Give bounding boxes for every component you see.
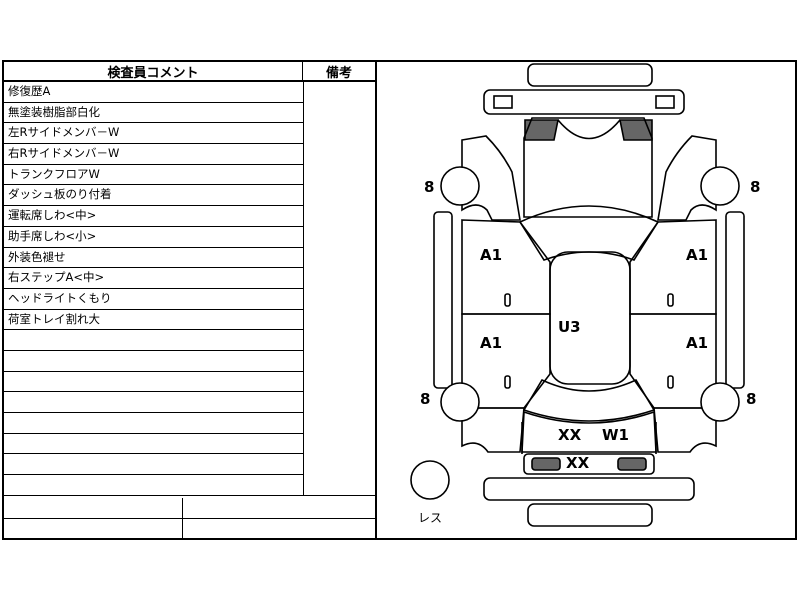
rear-bumper [483, 477, 695, 501]
fender-front-left [461, 135, 521, 221]
rear-panel [523, 453, 655, 475]
comment-row [4, 330, 303, 351]
spare-tire [410, 460, 450, 500]
rear-window [522, 378, 656, 422]
front-corner-right [655, 95, 675, 109]
taillamp-left [531, 457, 561, 471]
front-grille [483, 89, 685, 115]
comment-row: 右ステップA<中> [4, 268, 303, 289]
wheel-front-left [440, 166, 480, 206]
remarks-header: 備考 [303, 62, 375, 82]
label-roof: U3 [558, 318, 581, 336]
remarks-column [303, 82, 375, 496]
wheel-front-right [700, 166, 740, 206]
front-bumper [527, 63, 653, 87]
label-door-rr: A1 [686, 334, 708, 352]
comment-row: トランクフロアW [4, 165, 303, 186]
handle-rear-right [667, 375, 674, 389]
comment-row [4, 434, 303, 455]
comment-row: ダッシュ板のり付着 [4, 185, 303, 207]
fender-rear-right [653, 407, 717, 453]
footer-divider [182, 498, 183, 540]
fender-front-right [657, 135, 717, 221]
comment-row: 外装色褪せ [4, 248, 303, 269]
vehicle-diagram: 8 8 8 8 A1 A1 A1 A1 U3 XX W1 XX レス [410, 63, 760, 527]
sill-right [725, 211, 745, 389]
taillamp-right [617, 457, 647, 471]
wheel-rear-right [700, 382, 740, 422]
inspection-sheet: 検査員コメント 備考 修復歴A 無塗装樹脂部白化 左Rサイドメンバ－W 右Rサイ… [2, 60, 797, 540]
label-wheel-rr: 8 [746, 390, 756, 408]
rear-step [527, 503, 653, 527]
label-door-fl: A1 [480, 246, 502, 264]
comment-table: 検査員コメント 備考 修復歴A 無塗装樹脂部白化 左Rサイドメンバ－W 右Rサイ… [4, 62, 377, 540]
label-spare: レス [418, 511, 442, 525]
comment-row [4, 372, 303, 393]
comment-row [4, 413, 303, 434]
comment-row: 左Rサイドメンバ－W [4, 123, 303, 145]
hood [523, 117, 653, 218]
label-rear-right: W1 [602, 426, 629, 444]
comment-row: ヘッドライトくもり [4, 289, 303, 310]
comment-row: 無塗装樹脂部白化 [4, 103, 303, 124]
front-corner-left [493, 95, 513, 109]
headlamp-right [619, 119, 653, 141]
label-wheel-fl: 8 [424, 178, 434, 196]
comment-rows: 修復歴A 無塗装樹脂部白化 左Rサイドメンバ－W 右Rサイドメンバ－W トランク… [4, 82, 303, 496]
label-wheel-rl: 8 [420, 390, 430, 408]
comment-row: 右Rサイドメンバ－W [4, 144, 303, 165]
label-door-rl: A1 [480, 334, 502, 352]
headlamp-left [524, 119, 559, 141]
door-front-right [629, 219, 717, 315]
comment-row: 荷室トレイ割れ大 [4, 310, 303, 331]
label-rear-bumper: XX [566, 454, 590, 472]
comment-row [4, 351, 303, 372]
door-front-left [461, 219, 551, 315]
trunk-lid [521, 410, 657, 453]
handle-rear-left [504, 375, 511, 389]
fender-rear-left [461, 407, 525, 453]
label-door-fr: A1 [686, 246, 708, 264]
label-wheel-fr: 8 [750, 178, 760, 196]
hood-line [557, 119, 621, 140]
sill-left [433, 211, 453, 389]
handle-front-right [667, 293, 674, 307]
comment-row [4, 454, 303, 476]
comment-row: 修復歴A [4, 82, 303, 103]
label-rear-left: XX [558, 426, 582, 444]
comment-row [4, 475, 303, 496]
comment-row [4, 392, 303, 413]
footer-rule [4, 518, 377, 519]
comment-row: 運転席しわ<中> [4, 206, 303, 227]
comment-row: 助手席しわ<小> [4, 227, 303, 248]
handle-front-left [504, 293, 511, 307]
comment-header: 検査員コメント [4, 62, 303, 82]
wheel-rear-left [440, 382, 480, 422]
